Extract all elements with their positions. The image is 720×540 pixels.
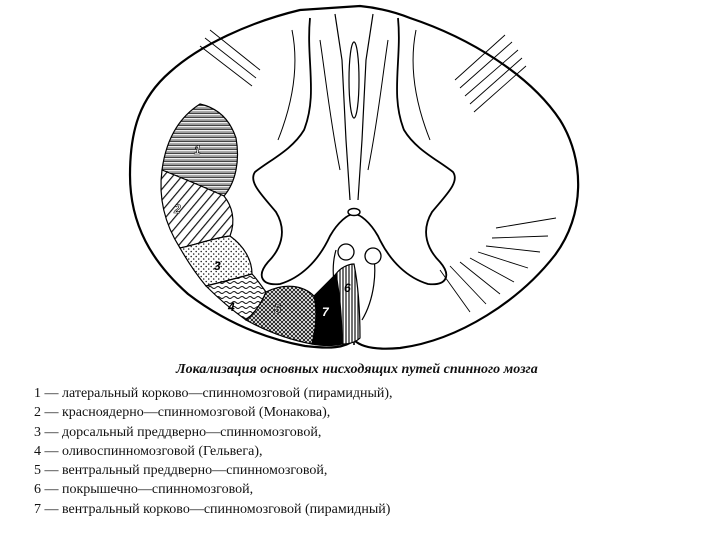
legend-item: 7 — вентральный корково—спинномозговой (… — [34, 501, 391, 517]
gray-matter — [252, 17, 456, 286]
legend-item: 5 — вентральный преддверно—спинномозгово… — [34, 463, 328, 479]
region-label-7: 7 — [322, 305, 330, 319]
region-label-5: 5 — [274, 302, 281, 316]
legend-item: 1 — латеральный корково—спинномозговой (… — [34, 386, 393, 401]
region-label-2: 2 — [173, 202, 181, 216]
region-6 — [335, 263, 361, 345]
spinal-cord-cross-section: 1 2 3 4 5 6 7 — [128, 4, 580, 350]
legend-list: 1 — латеральный корково—спинномозговой (… — [34, 384, 393, 519]
legend-item: 2 — красноядерно—спинномозговой (Монаков… — [34, 405, 331, 421]
caption-title: Локализация основных нисходящих путей сп… — [176, 362, 538, 377]
central-canal — [347, 207, 361, 217]
legend-item: 6 — покрышечно—спинномозговой, — [34, 482, 254, 498]
legend-item: 3 — дорсальный преддверно—спинномозговой… — [34, 424, 322, 440]
region-label-1: 1 — [194, 143, 201, 157]
region-label-3: 3 — [214, 259, 221, 273]
region-label-4: 4 — [227, 300, 235, 314]
legend-item: 4 — оливоспинномозговой (Гельвега), — [34, 443, 263, 459]
region-label-6: 6 — [344, 281, 351, 295]
